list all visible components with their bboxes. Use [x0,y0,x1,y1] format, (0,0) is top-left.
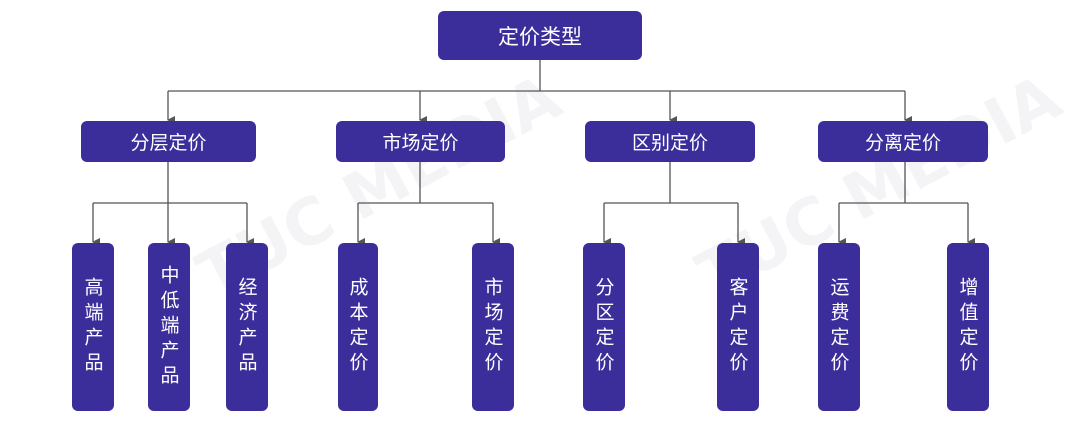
leaf-node: 市场定价 [472,243,514,411]
leaf-node: 分区定价 [583,243,625,411]
leaf-node: 成本定价 [338,243,378,411]
category-node: 区别定价 [585,121,755,162]
category-node: 分离定价 [818,121,988,162]
leaf-node: 增值定价 [947,243,989,411]
leaf-node: 运费定价 [818,243,860,411]
category-node: 分层定价 [81,121,256,162]
category-node: 市场定价 [336,121,505,162]
leaf-node: 客户定价 [717,243,759,411]
leaf-node: 经济产品 [226,243,268,411]
root-node: 定价类型 [438,11,642,60]
leaf-node: 高端产品 [72,243,114,411]
leaf-node: 中低端产品 [148,243,190,411]
